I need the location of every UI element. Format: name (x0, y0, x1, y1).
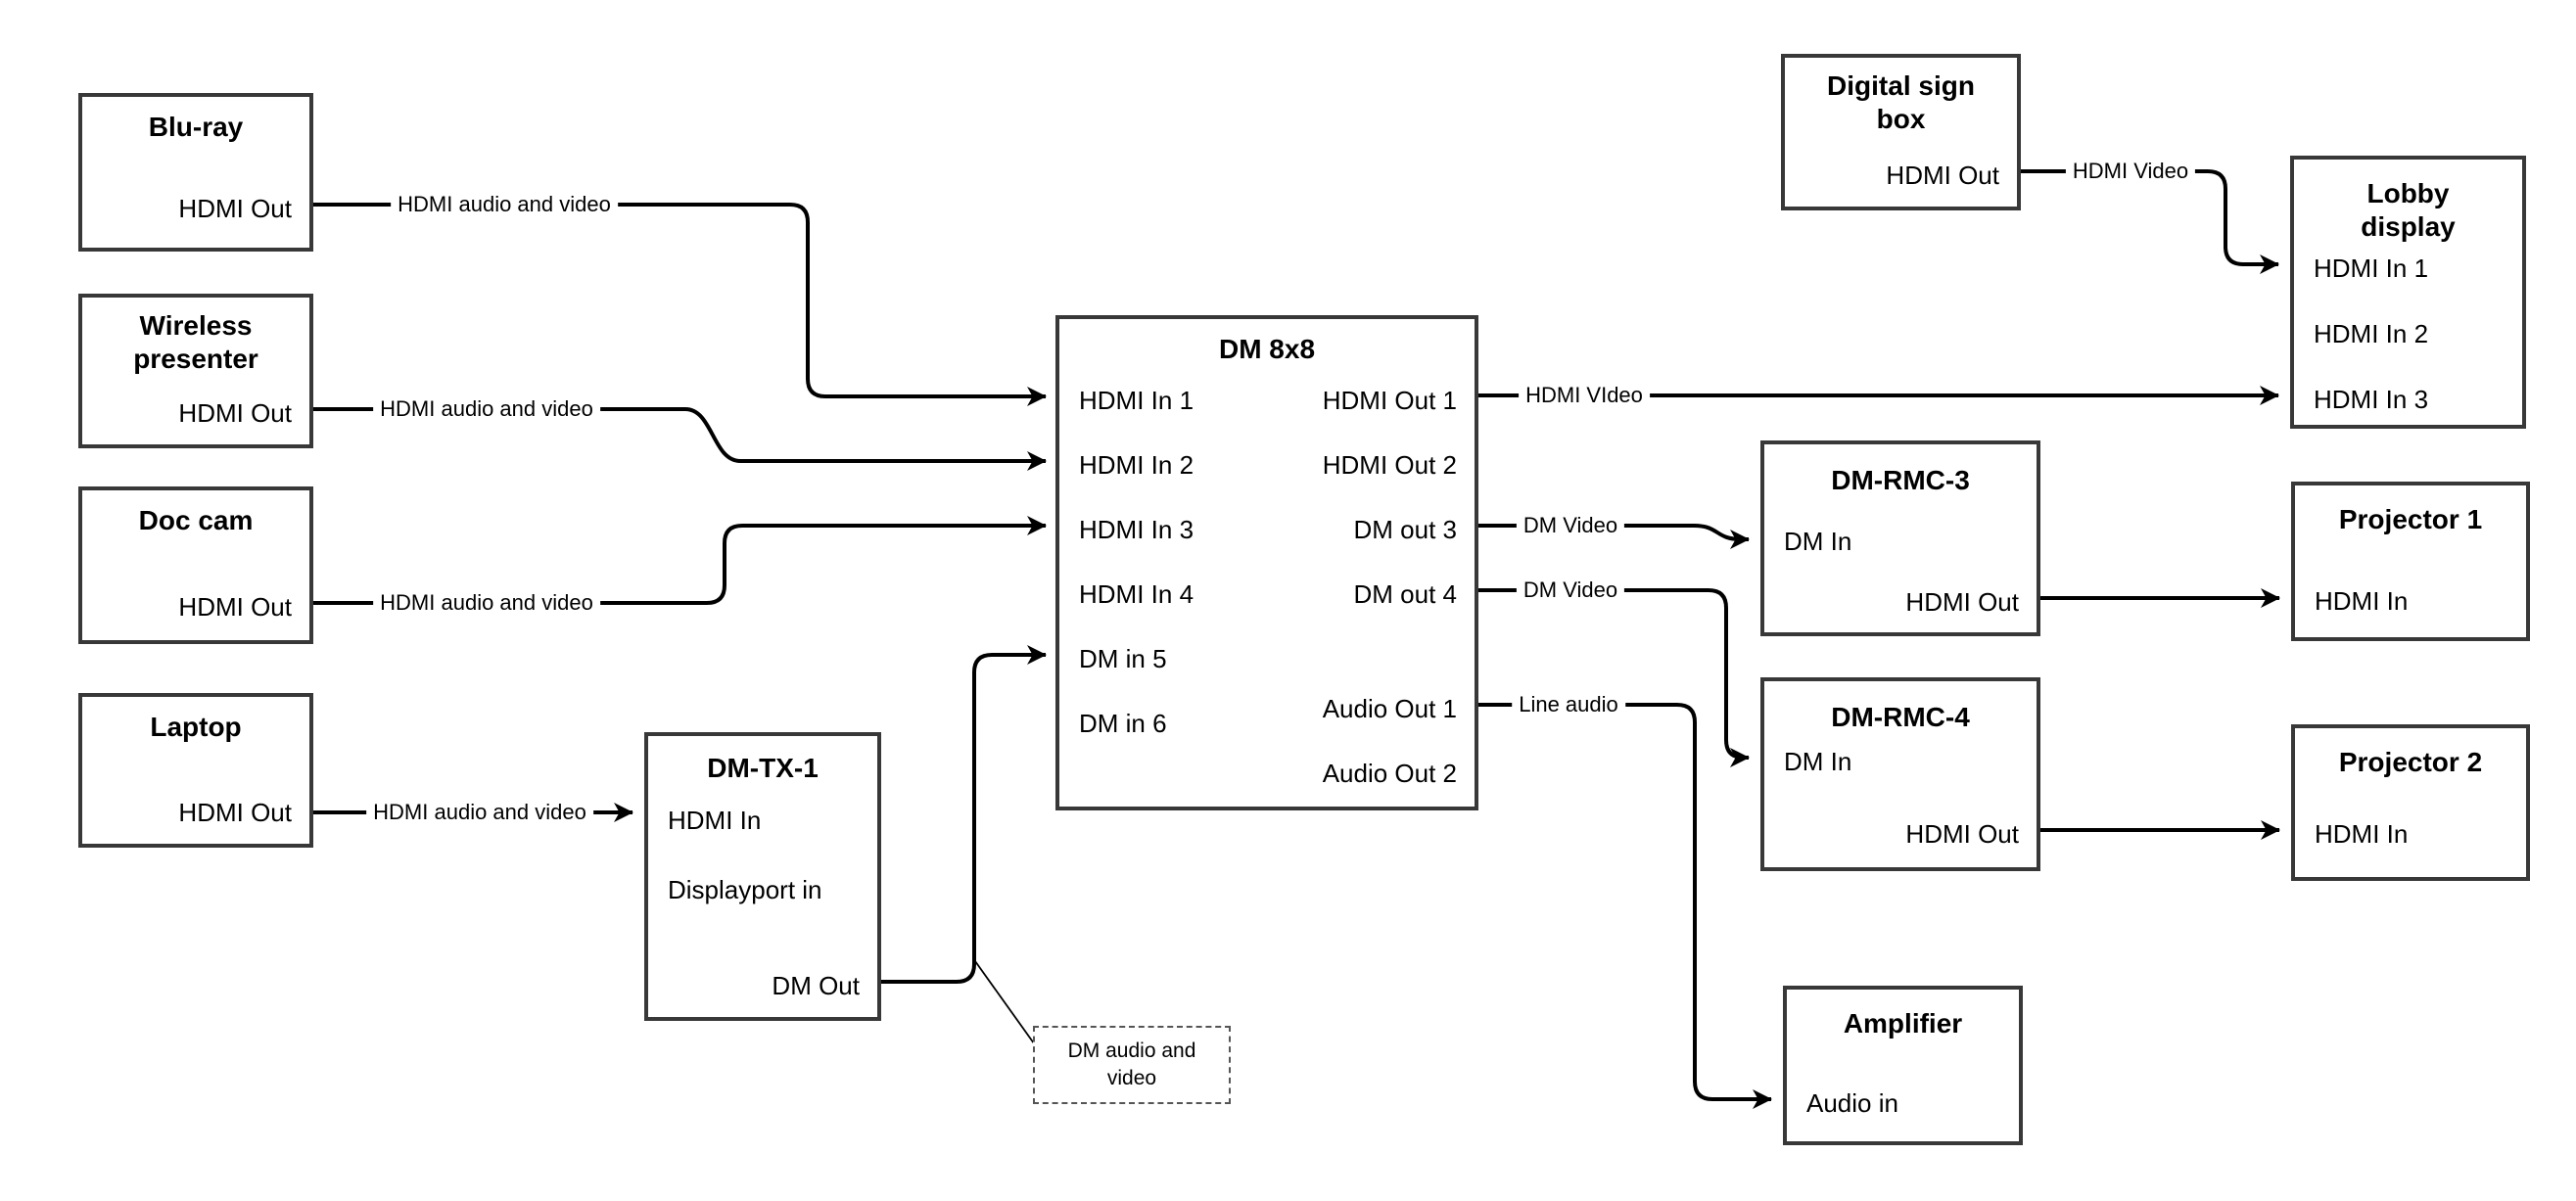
edge-dm8x8-dmout3-to-rmc3-dmin (1478, 524, 1750, 549)
node-title: DM 8x8 (1218, 334, 1316, 364)
node-title: Wireless presenter (133, 310, 258, 374)
node-title: DM-RMC-4 (1831, 702, 1970, 732)
note-text: DM audio and video (1067, 1039, 1196, 1089)
edge-label-hdmi-audio-video-3: HDMI audio and video (373, 590, 600, 616)
edge-bluray-to-dm8x8-in1 (313, 203, 1047, 406)
port-hdmi-in: HDMI In (668, 806, 762, 835)
port-dm-in-6: DM in 6 (1079, 709, 1167, 738)
port-hdmi-out: HDMI Out (1886, 161, 1999, 190)
node-title: Amplifier (1843, 1008, 1963, 1039)
node-title: Doc cam (138, 505, 254, 535)
edge-dm8x8-dmout4-to-rmc4-dmin (1478, 588, 1750, 767)
port-dm-out-3: DM out 3 (1353, 515, 1458, 544)
edge-label-dm-video-1: DM Video (1516, 513, 1625, 538)
node-dm-rmc-3: DM-RMC-3 DM In HDMI Out (1760, 440, 2040, 636)
port-hdmi-in-2: HDMI In 2 (2314, 319, 2429, 348)
node-lobby-display: Lobby display HDMI In 1 HDMI In 2 HDMI I… (2290, 156, 2526, 429)
port-dm-out-4: DM out 4 (1353, 579, 1458, 609)
port-hdmi-in: HDMI In (2315, 586, 2409, 616)
edge-label-hdmi-audio-video-4: HDMI audio and video (366, 800, 593, 825)
port-hdmi-out: HDMI Out (1905, 587, 2019, 617)
port-audio-in: Audio in (1806, 1088, 1898, 1118)
port-hdmi-out: HDMI Out (1905, 819, 2019, 849)
port-hdmi-out: HDMI Out (178, 798, 292, 827)
edge-label-dm-video-2: DM Video (1516, 577, 1625, 603)
edge-doccam-to-dm8x8-in3 (313, 516, 1047, 605)
port-hdmi-out-2: HDMI Out 2 (1322, 450, 1457, 480)
port-dm-in-5: DM in 5 (1079, 644, 1167, 673)
edge-label-hdmi-video-sign: HDMI Video (2065, 159, 2196, 184)
edge-dm8x8-audioout1-to-amp (1478, 703, 1772, 1109)
edge-wireless-to-dm8x8-in2 (313, 407, 1047, 471)
port-hdmi-in: HDMI In (2315, 819, 2409, 849)
node-projector-1: Projector 1 HDMI In (2291, 482, 2530, 641)
node-title: Blu-ray (148, 112, 244, 142)
edge-signbox-to-lobby-in1 (2021, 169, 2279, 274)
port-hdmi-out: HDMI Out (178, 398, 292, 428)
node-title: Projector 1 (2338, 504, 2483, 534)
port-displayport-in: Displayport in (668, 875, 822, 904)
note-leader-line (974, 960, 1035, 1044)
node-blu-ray: Blu-ray HDMI Out (78, 93, 313, 252)
port-dm-in: DM In (1784, 527, 1852, 556)
port-dm-out: DM Out (772, 971, 860, 1000)
port-hdmi-in-4: HDMI In 4 (1079, 579, 1194, 609)
node-dm-tx-1: DM-TX-1 HDMI In Displayport in DM Out (644, 732, 881, 1021)
port-hdmi-out: HDMI Out (178, 194, 292, 223)
node-title: Lobby display (2361, 178, 2456, 242)
port-dm-in: DM In (1784, 747, 1852, 776)
node-digital-sign-box: Digital sign box HDMI Out (1781, 54, 2021, 210)
port-hdmi-in-3: HDMI In 3 (1079, 515, 1194, 544)
port-hdmi-out: HDMI Out (178, 592, 292, 622)
node-title: Projector 2 (2338, 747, 2483, 777)
edge-label-hdmi-video-out1: HDMI VIdeo (1519, 383, 1650, 408)
edge-label-line-audio: Line audio (1512, 692, 1625, 717)
node-wireless-presenter: Wireless presenter HDMI Out (78, 294, 313, 448)
edge-label-hdmi-audio-video-2: HDMI audio and video (373, 396, 600, 422)
node-title: DM-RMC-3 (1831, 465, 1970, 495)
edge-dmtx1-dmout-to-dm8x8-dmin5 (881, 645, 1047, 984)
node-dm-rmc-4: DM-RMC-4 DM In HDMI Out (1760, 677, 2040, 871)
node-dm-8x8: DM 8x8 HDMI In 1 HDMI In 2 HDMI In 3 HDM… (1055, 315, 1478, 810)
note-dm-audio-and-video: DM audio and video (1033, 1026, 1231, 1104)
node-laptop: Laptop HDMI Out (78, 693, 313, 848)
node-amplifier: Amplifier Audio in (1783, 986, 2023, 1145)
port-hdmi-in-1: HDMI In 1 (2314, 254, 2429, 283)
node-title: Digital sign box (1827, 70, 1975, 134)
edge-label-hdmi-audio-video-1: HDMI audio and video (391, 192, 618, 217)
port-hdmi-in-3: HDMI In 3 (2314, 385, 2429, 414)
port-audio-out-1: Audio Out 1 (1322, 694, 1457, 723)
port-hdmi-in-1: HDMI In 1 (1079, 386, 1194, 415)
port-hdmi-out-1: HDMI Out 1 (1322, 386, 1457, 415)
node-doc-cam: Doc cam HDMI Out (78, 486, 313, 644)
port-audio-out-2: Audio Out 2 (1322, 759, 1457, 788)
node-projector-2: Projector 2 HDMI In (2291, 724, 2530, 881)
node-title: Laptop (150, 712, 242, 742)
node-title: DM-TX-1 (707, 753, 819, 783)
port-hdmi-in-2: HDMI In 2 (1079, 450, 1194, 480)
